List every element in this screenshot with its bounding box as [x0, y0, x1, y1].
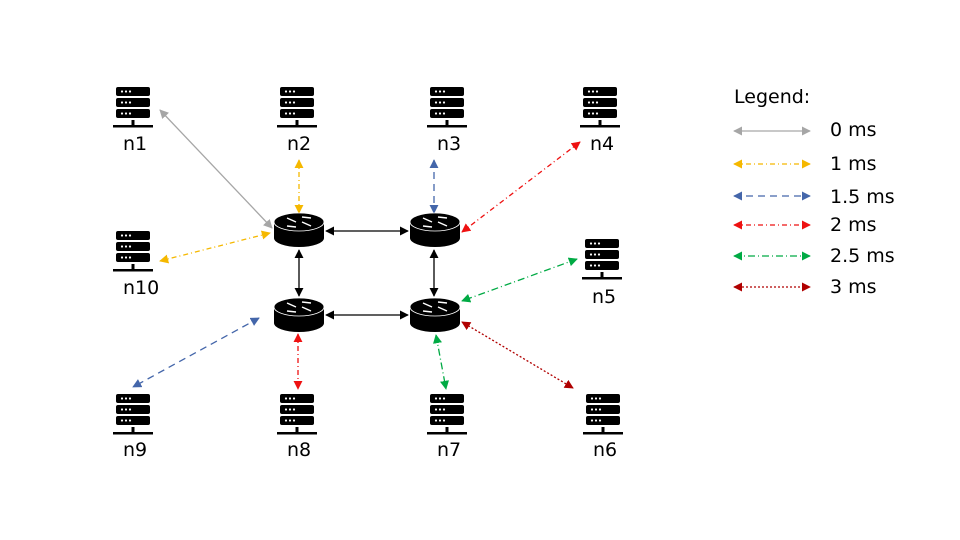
server-node-n6: n6 [583, 394, 623, 461]
link-n10-r1 [159, 230, 271, 264]
server-icon [277, 87, 317, 128]
node-label: n5 [592, 286, 616, 308]
node-label: n10 [123, 277, 159, 299]
server-node-n3: n3 [427, 87, 467, 155]
legend-entry: 2.5 ms [733, 245, 895, 267]
legend: Legend: 0 ms 1 ms 1.5 ms 2 ms 2.5 ms 3 m… [733, 86, 895, 298]
legend-entry: 3 ms [733, 276, 877, 298]
legend-label: 3 ms [830, 276, 877, 298]
router-icon [409, 212, 461, 247]
server-node-n1: n1 [113, 87, 153, 155]
server-node-n7: n7 [427, 394, 467, 461]
legend-title: Legend: [734, 86, 810, 108]
server-node-n9: n9 [113, 394, 153, 461]
links-layer [132, 109, 581, 390]
server-node-n4: n4 [580, 87, 620, 155]
legend-entry: 0 ms [733, 119, 877, 141]
router-icon [409, 297, 461, 332]
server-icon [580, 87, 620, 128]
nodes-layer: n1 n2 n3 n4 n5 n6 n7 n8 n9 n10 [113, 87, 623, 461]
link-n9-r3 [132, 317, 260, 388]
server-node-n10: n10 [113, 231, 159, 299]
routers-layer [273, 212, 461, 332]
link-n7-r4 [433, 334, 449, 390]
legend-entry: 1.5 ms [733, 186, 895, 208]
legend-label: 1.5 ms [830, 186, 895, 208]
link-n1-r1 [159, 109, 273, 229]
server-node-n8: n8 [277, 394, 317, 461]
router-icon [273, 297, 325, 332]
node-label: n6 [593, 439, 617, 461]
server-node-n5: n5 [582, 239, 622, 308]
server-icon [427, 87, 467, 128]
legend-label: 0 ms [830, 119, 877, 141]
legend-label: 2.5 ms [830, 245, 895, 267]
server-icon [427, 394, 467, 435]
node-label: n1 [123, 133, 147, 155]
server-icon [583, 394, 623, 435]
server-icon [113, 394, 153, 435]
node-label: n4 [590, 133, 614, 155]
server-icon [113, 87, 153, 128]
server-icon [582, 239, 622, 280]
server-icon [113, 231, 153, 272]
node-label: n7 [437, 439, 461, 461]
link-n5-r4 [461, 257, 578, 303]
router-icon [273, 212, 325, 247]
server-node-n2: n2 [277, 87, 317, 155]
legend-label: 1 ms [830, 153, 877, 175]
link-n4-r2 [461, 141, 581, 233]
node-label: n8 [287, 439, 311, 461]
node-label: n9 [123, 439, 147, 461]
legend-entry: 1 ms [733, 153, 877, 175]
node-label: n3 [437, 133, 461, 155]
node-label: n2 [287, 133, 311, 155]
legend-label: 2 ms [830, 214, 877, 236]
server-icon [277, 394, 317, 435]
link-n6-r4 [461, 321, 574, 389]
legend-entry: 2 ms [733, 214, 877, 236]
